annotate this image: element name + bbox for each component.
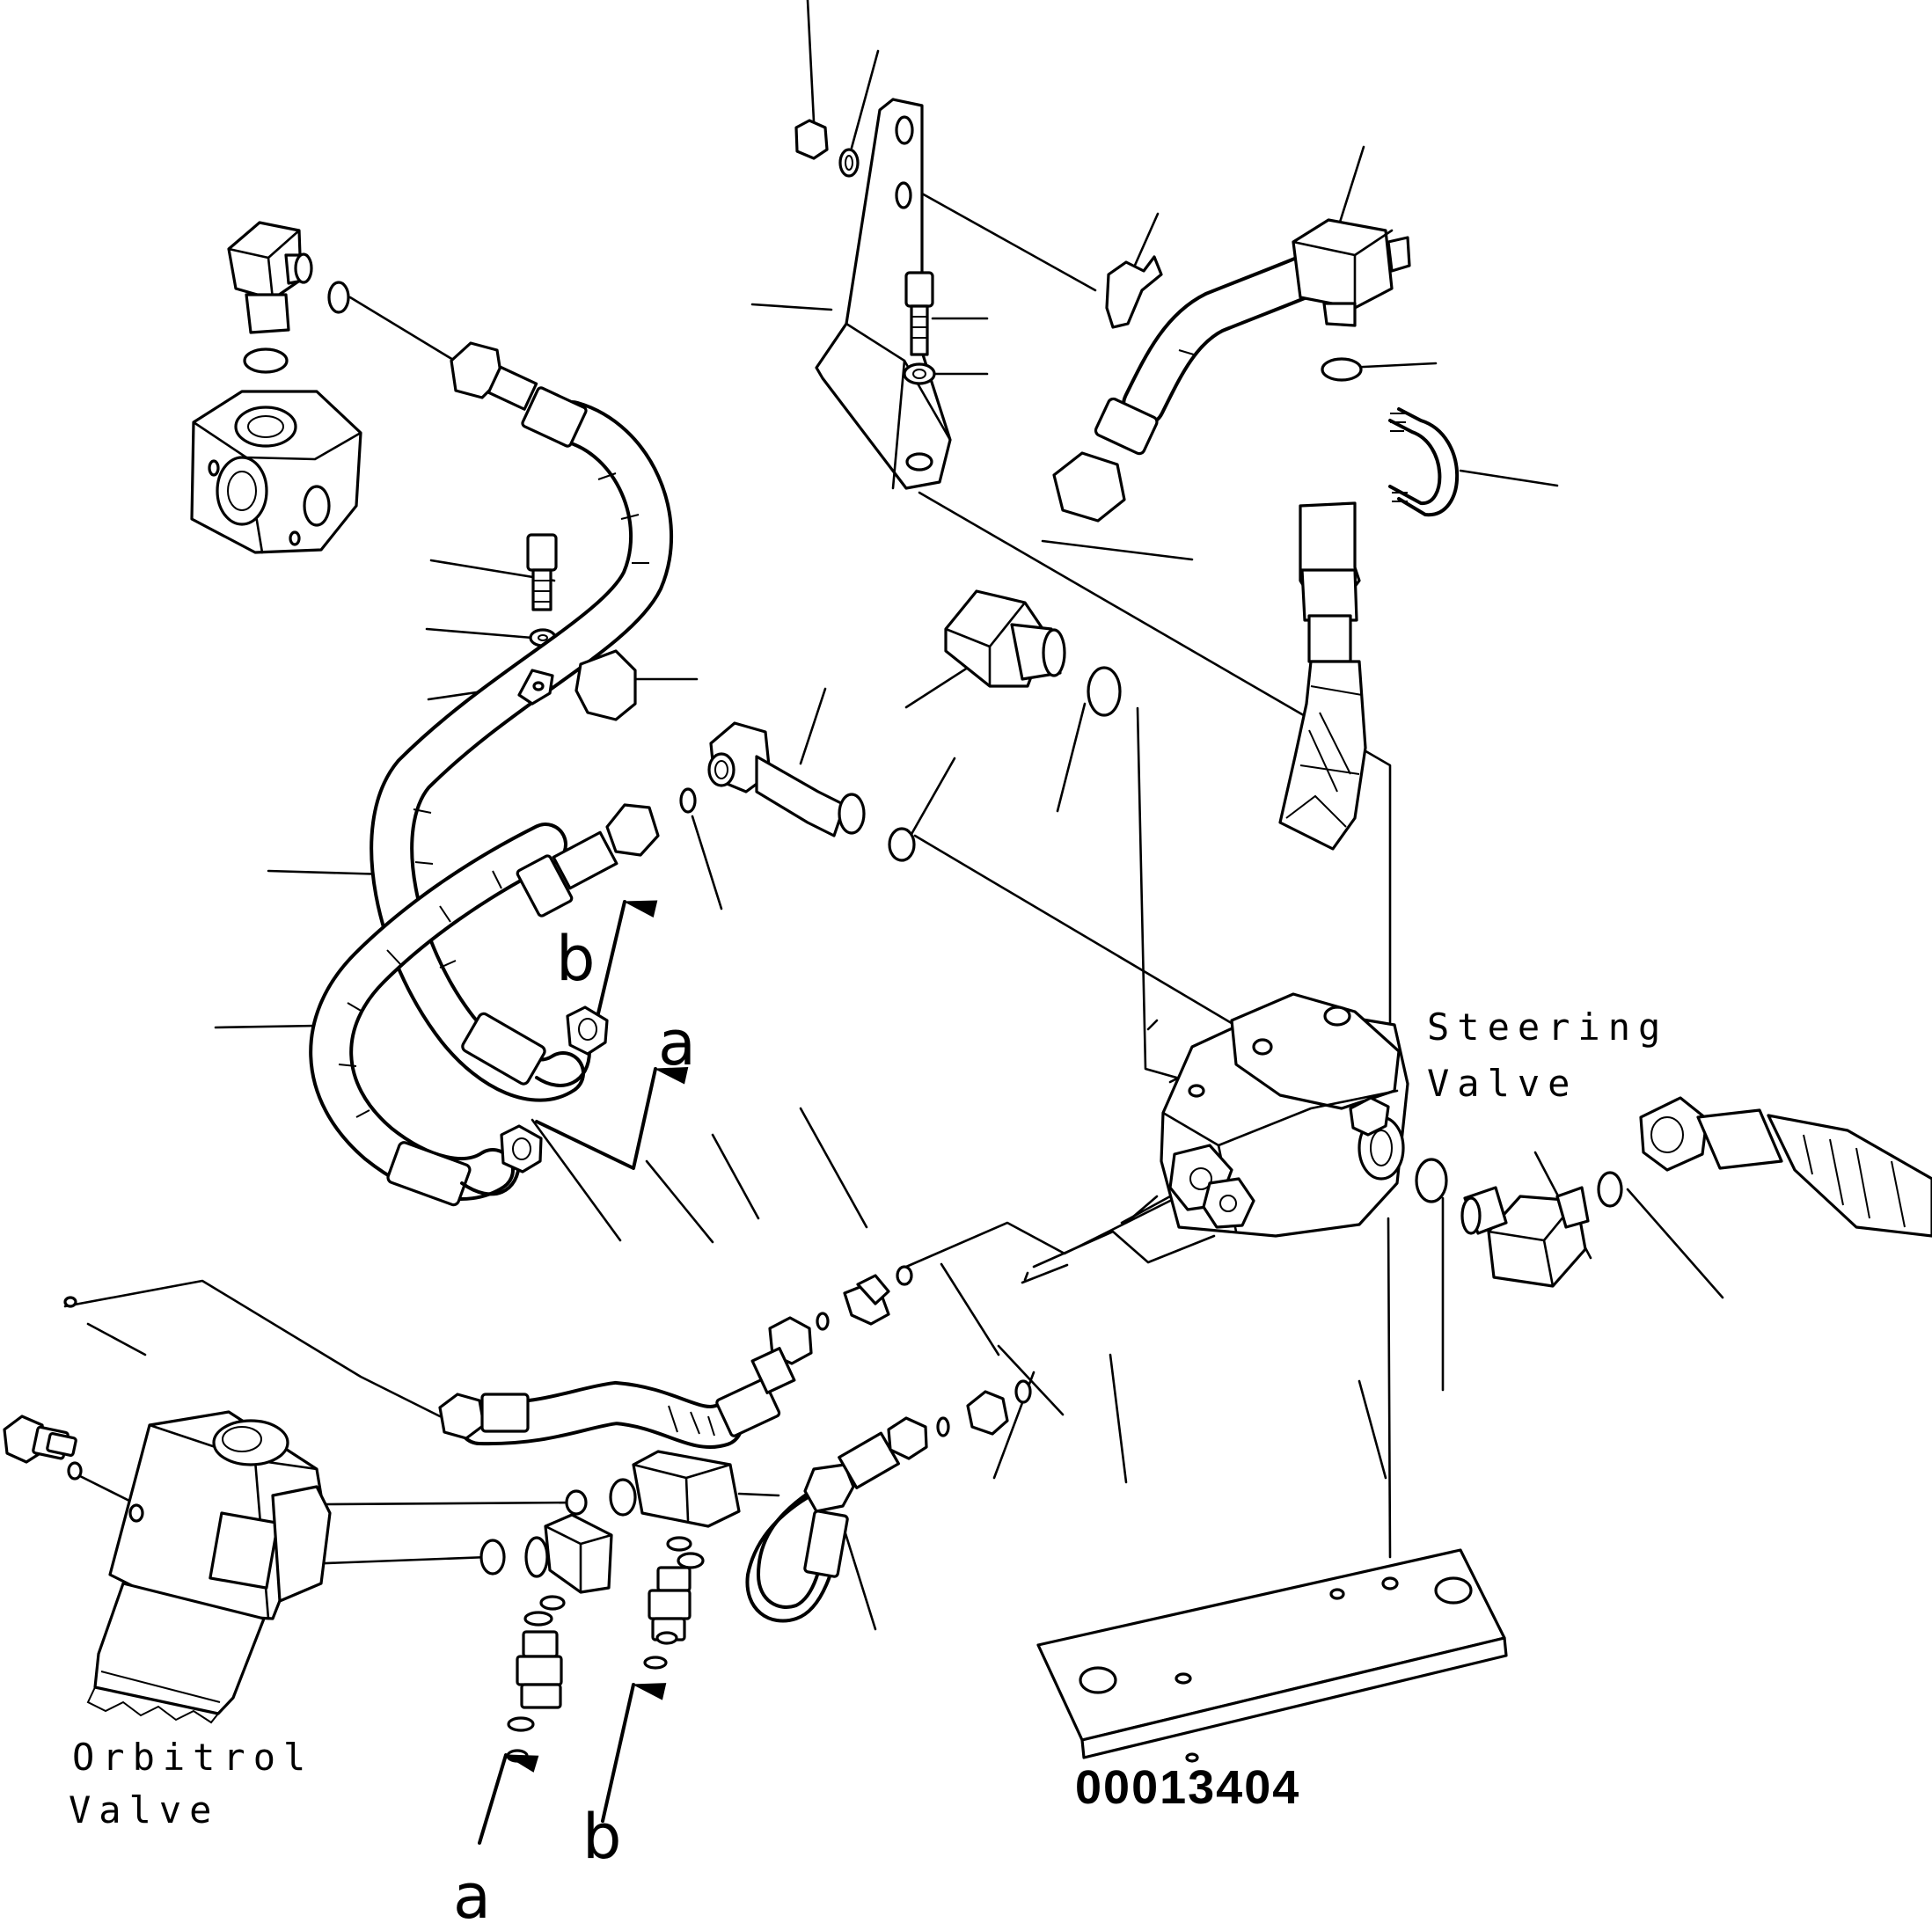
o-ring-manifold <box>243 347 289 374</box>
arrow-a-bottom <box>478 1753 539 1845</box>
o-ring-top-right <box>1321 357 1363 382</box>
o-ring-small-b <box>888 827 916 862</box>
manifold-block <box>190 390 362 554</box>
elbow-fitting-right <box>1460 1186 1590 1288</box>
bracket-bolt <box>904 271 934 356</box>
hose-right-vertical <box>1278 501 1367 851</box>
bracket-washer <box>838 148 860 178</box>
hose-small-lower <box>745 1416 928 1623</box>
arrow-b-top <box>596 900 658 1015</box>
hose-clamp-top <box>1105 255 1163 329</box>
hose-elbow-a-lower <box>386 1124 543 1207</box>
fitting-orbitrol-upper <box>565 1450 741 1569</box>
hose-small-upper <box>438 1316 813 1449</box>
marker-b-top: b <box>556 923 595 995</box>
arrow-a-top <box>535 1067 689 1170</box>
orbitrol-valve <box>86 1410 332 1724</box>
hose-left-upper <box>370 400 673 1102</box>
straight-connector-b <box>643 1566 692 1670</box>
bracket-washer-2 <box>903 362 936 385</box>
marker-a-bottom: a <box>453 1861 491 1923</box>
elbow-fitting-top-right <box>1292 218 1411 327</box>
hose-clip <box>517 669 554 706</box>
fitting-steering-port-a <box>816 1265 913 1331</box>
connection-lines <box>63 183 1392 1566</box>
orbitrol-side-fitting <box>3 1296 83 1481</box>
hose-top-right <box>1052 246 1346 523</box>
hose-fitting-upper-end <box>450 341 588 448</box>
figure-number: 00013404 <box>1075 1761 1300 1814</box>
o-ring-middle-upper <box>1087 666 1122 717</box>
arrow-b-bottom <box>601 1683 667 1823</box>
straight-connector-a <box>506 1595 566 1763</box>
mounting-plate <box>1036 1548 1508 1763</box>
mounting-bracket <box>815 98 952 490</box>
steering-valve <box>1160 992 1409 1238</box>
elbow-fitting-top-left <box>227 221 313 334</box>
steering-valve-label-line2: Valve <box>1427 1062 1577 1105</box>
o-ring-top-left <box>327 281 350 314</box>
u-bolt-clamp <box>1388 407 1460 517</box>
hose-fitting-b-upper <box>516 803 660 918</box>
hose-elbow-a-upper <box>461 1005 609 1087</box>
marker-a-top: a <box>658 1007 696 1079</box>
steering-valve-label-line1: Steering <box>1427 1005 1668 1049</box>
bracket-nut <box>794 119 829 160</box>
o-ring-small-a <box>679 787 697 814</box>
manifold-bolt <box>526 533 558 611</box>
orbitrol-valve-label-line1: Orbitrol <box>72 1736 313 1779</box>
hose-right-horizontal <box>1639 1096 1932 1238</box>
fitting-orbitrol-lower <box>479 1513 613 1594</box>
elbow-fitting-middle-upper <box>944 589 1066 688</box>
leader-lines <box>214 0 1724 1631</box>
fitting-steering-port-b <box>936 1379 1032 1437</box>
elbow-tube-fitting <box>707 721 866 837</box>
hose-sleeve <box>574 649 637 721</box>
o-ring-steering-right <box>1415 1158 1448 1203</box>
o-ring-right-far <box>1597 1171 1623 1208</box>
orbitrol-valve-label-line2: Valve <box>69 1788 219 1832</box>
marker-b-bottom: b <box>582 1801 621 1873</box>
